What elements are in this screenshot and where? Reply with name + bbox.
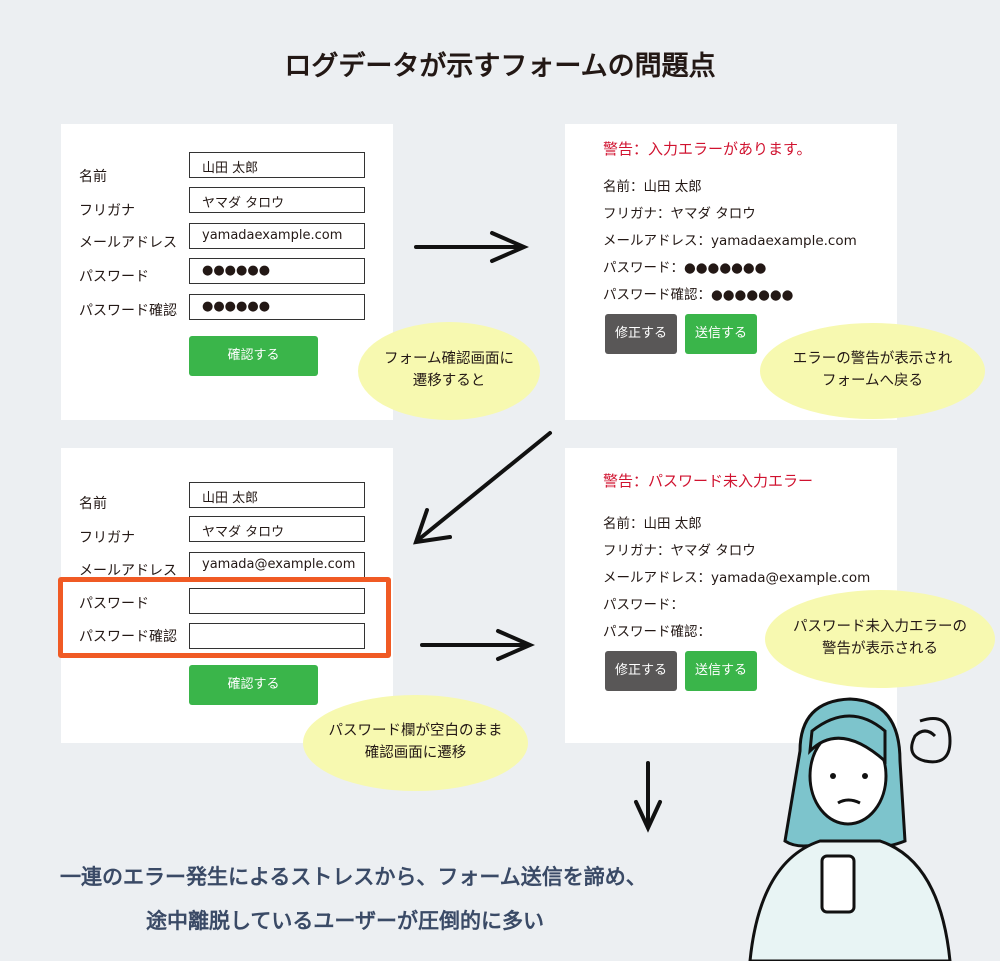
arrow-diagonal-icon (413, 431, 552, 545)
label-name: 名前 (79, 169, 107, 185)
label-password-confirm: パスワード確認 (79, 629, 177, 645)
conclusion-line-2: 途中離脱しているユーザーが圧倒的に多い (146, 909, 544, 933)
label-email: メールアドレス (79, 235, 177, 251)
send-button[interactable]: 送信する (685, 651, 757, 691)
callout-text: エラーの警告が表示され (792, 351, 953, 368)
label-password-confirm: パスワード確認 (79, 303, 177, 319)
label-password: パスワード (79, 596, 149, 612)
callout-text: フォームへ戻る (821, 373, 924, 389)
label-furigana: フリガナ (79, 203, 135, 219)
password-input[interactable]: ●●●●●● (189, 258, 365, 284)
warning-text: 警告：パスワード未入力エラー (603, 472, 814, 490)
password-confirm-input[interactable]: ●●●●●● (189, 294, 365, 320)
password-input[interactable] (189, 588, 365, 614)
confirm-line: フリガナ：ヤマダ タロウ (603, 543, 756, 559)
conclusion-line-1: 一連のエラー発生によるストレスから、フォーム送信を諦め、 (60, 865, 647, 889)
form-card-1: 名前 フリガナ メールアドレス パスワード パスワード確認 山田 太郎 ヤマダ … (61, 124, 393, 420)
email-input[interactable]: yamada@example.com (189, 552, 365, 578)
confirm-line: メールアドレス：yamadaexample.com (603, 233, 857, 249)
callout-bubble: エラーの警告が表示されフォームへ戻る (760, 323, 985, 419)
page-title: ログデータが示すフォームの問題点 (284, 51, 716, 82)
confirm-line: パスワード確認：●●●●●●● (603, 287, 794, 303)
furigana-input[interactable]: ヤマダ タロウ (189, 187, 365, 213)
swirl-icon (910, 717, 952, 764)
callout-bubble: フォーム確認画面に遷移すると (358, 322, 540, 420)
label-email: メールアドレス (79, 563, 177, 579)
confirm-line: 名前：山田 太郎 (603, 179, 702, 195)
warning-text: 警告：入力エラーがあります。 (603, 140, 812, 158)
callout-text: 遷移すると (412, 373, 486, 389)
arrow-right-icon (414, 231, 529, 263)
label-furigana: フリガナ (79, 530, 135, 546)
callout-bubble: パスワード未入力エラーの警告が表示される (765, 590, 995, 688)
send-button[interactable]: 送信する (685, 314, 757, 354)
confirm-line: パスワード： (603, 597, 684, 613)
email-input[interactable]: yamadaexample.com (189, 223, 365, 249)
confirm-line: パスワード確認： (603, 624, 711, 640)
confirm-card-2: 警告：パスワード未入力エラー 名前：山田 太郎 フリガナ：ヤマダ タロウ メール… (565, 448, 897, 743)
confirm-button[interactable]: 確認する (189, 665, 318, 705)
arrow-right-icon (420, 629, 535, 661)
confirm-line: 名前：山田 太郎 (603, 516, 702, 532)
callout-text: パスワード未入力エラーの (793, 619, 967, 636)
callout-text: 警告が表示される (822, 641, 938, 657)
arrow-down-icon (634, 761, 662, 833)
furigana-input[interactable]: ヤマダ タロウ (189, 516, 365, 542)
callout-text: パスワード欄が空白のまま (328, 723, 503, 740)
confirm-line: フリガナ：ヤマダ タロウ (603, 206, 756, 222)
confirm-button[interactable]: 確認する (189, 336, 318, 376)
highlight-box (58, 577, 391, 658)
form-card-2: 名前 フリガナ メールアドレス パスワード パスワード確認 山田 太郎 ヤマダ … (61, 448, 393, 743)
name-input[interactable]: 山田 太郎 (189, 482, 365, 508)
label-name: 名前 (79, 496, 107, 512)
fix-button[interactable]: 修正する (605, 651, 677, 691)
conclusion-text: 一連のエラー発生によるストレスから、フォーム送信を諦め、 途中離脱しているユーザ… (60, 855, 647, 943)
worried-woman-illustration (748, 697, 952, 961)
callout-text: 確認画面に遷移 (364, 745, 467, 761)
name-input[interactable]: 山田 太郎 (189, 152, 365, 178)
confirm-line: パスワード：●●●●●●● (603, 260, 767, 276)
password-confirm-input[interactable] (189, 623, 365, 649)
confirm-card-1: 警告：入力エラーがあります。 名前：山田 太郎 フリガナ：ヤマダ タロウ メール… (565, 124, 897, 420)
callout-text: フォーム確認画面に (383, 351, 515, 368)
callout-bubble: パスワード欄が空白のまま確認画面に遷移 (303, 695, 528, 791)
fix-button[interactable]: 修正する (605, 314, 677, 354)
confirm-line: メールアドレス：yamada@example.com (603, 570, 871, 586)
label-password: パスワード (79, 269, 149, 285)
